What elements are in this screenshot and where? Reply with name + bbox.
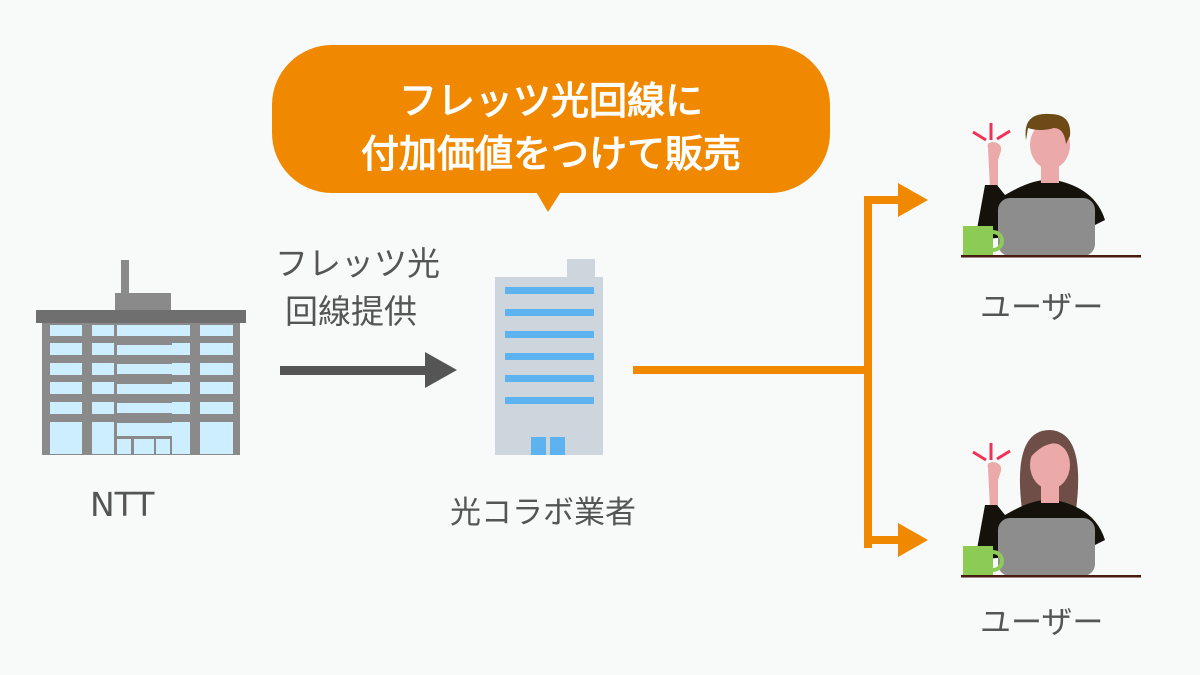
bubble-text-line1: フレッツ光回線に	[398, 79, 703, 123]
user-label-1: ユーザー	[980, 290, 1104, 326]
ntt-label: NTT	[90, 485, 155, 524]
flow-label-line1: フレッツ光	[275, 244, 440, 283]
flow-label-line2: 回線提供	[285, 292, 417, 331]
user-female-icon	[959, 430, 1143, 580]
ntt-building-icon	[36, 260, 246, 455]
user-male-icon	[959, 113, 1143, 260]
user-label-2: ユーザー	[980, 605, 1104, 641]
collabo-building-icon	[495, 259, 603, 455]
distribution-arrows	[633, 183, 928, 557]
bubble-text-line2: 付加価値をつけて販売	[360, 132, 741, 176]
provide-arrow-icon	[280, 352, 457, 388]
speech-bubble	[272, 45, 830, 212]
collabo-label: 光コラボ業者	[450, 495, 636, 531]
